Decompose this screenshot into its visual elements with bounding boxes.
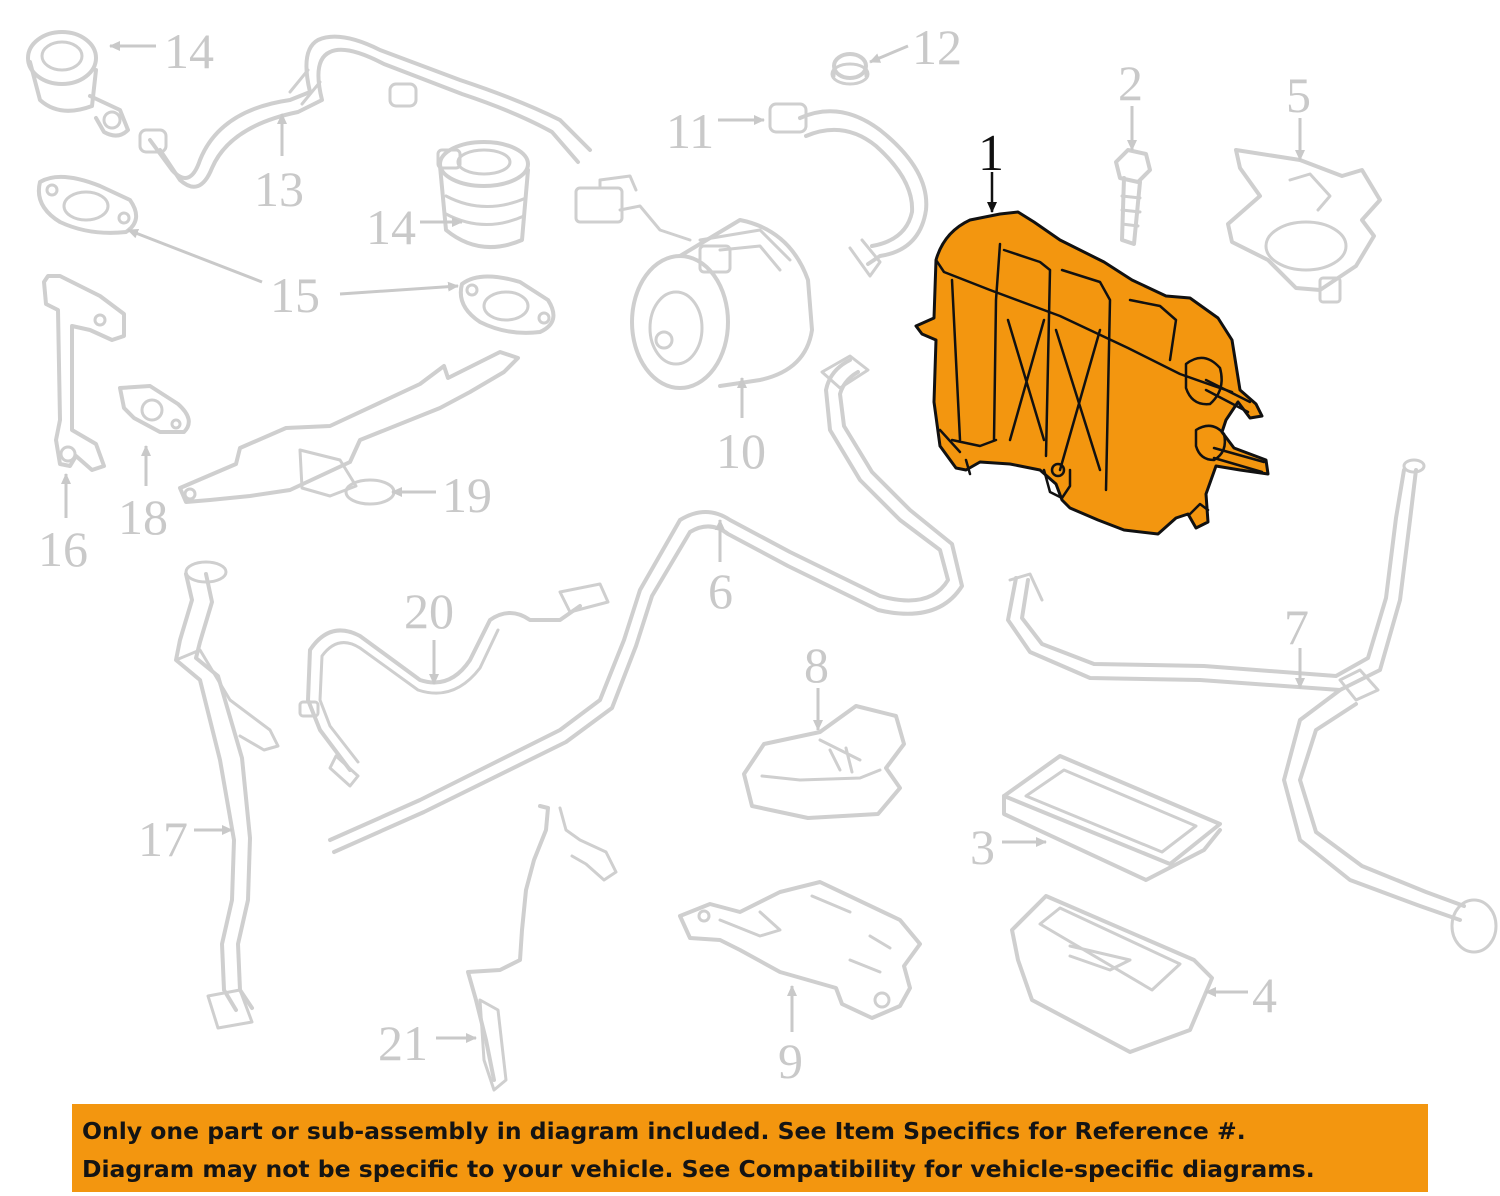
svg-text:13: 13 [254,161,304,217]
callout-12: 12 [869,19,962,75]
svg-text:10: 10 [716,423,766,479]
part-1-canister[interactable] [914,210,1270,536]
callout-17: 17 [138,811,233,867]
callout-19: 19 [391,467,492,523]
part-2-bolt [1114,148,1152,246]
part-14-valve-top [26,30,130,138]
callout-18: 18 [118,445,168,545]
notice-line-2: Diagram may not be specific to your vehi… [82,1155,1315,1183]
callout-16: 16 [38,473,88,577]
callout-10: 10 [716,377,766,479]
svg-text:14: 14 [164,23,214,79]
part-15-gasket-right [458,274,556,335]
callout-13: 13 [254,113,304,217]
callout-8: 8 [804,637,829,731]
callout-14-top: 14 [109,23,214,79]
notice-banner: Only one part or sub-assembly in diagram… [72,1104,1428,1192]
svg-text:4: 4 [1252,967,1277,1023]
svg-text:12: 12 [912,19,962,75]
callout-1: 1 [978,125,1004,213]
part-14-valve-middle [436,140,530,250]
callout-9: 9 [778,985,803,1089]
part-8-module [742,704,906,820]
callout-5: 5 [1286,67,1311,161]
callout-21: 21 [378,1015,477,1071]
svg-text:18: 18 [118,489,168,545]
callout-11: 11 [666,103,765,159]
notice-line-1: Only one part or sub-assembly in diagram… [82,1117,1246,1145]
part-15-gasket-left [37,174,138,235]
svg-text:17: 17 [138,811,188,867]
part-6-tube [328,354,964,854]
callout-20: 20 [404,583,454,685]
svg-text:8: 8 [804,637,829,693]
part-18-flange [118,384,191,434]
svg-text:6: 6 [708,563,733,619]
part-13-hose [138,34,592,189]
part-19-bracket [178,350,520,506]
part-17-tube [174,560,280,1030]
svg-text:14: 14 [366,199,416,255]
part-12-grommet [830,52,870,86]
part-4-housing [1010,894,1214,1054]
part-16-bracket [42,274,126,472]
callout-2: 2 [1118,55,1143,151]
part-9-bracket [678,880,922,1020]
part-11-harness [768,102,929,278]
svg-text:19: 19 [442,467,492,523]
svg-text:7: 7 [1284,599,1309,655]
part-21-sensor [466,804,618,1092]
part-20-sensor-wire [298,582,610,788]
svg-text:11: 11 [666,103,714,159]
svg-text:9: 9 [778,1033,803,1089]
svg-text:20: 20 [404,583,454,639]
svg-text:3: 3 [970,819,995,875]
part-5-valve [1226,148,1382,304]
callout-6: 6 [708,519,733,619]
callout-7: 7 [1284,599,1309,689]
part-3-filter [1002,754,1222,882]
part-7-tube [1006,458,1498,954]
callout-4: 4 [1205,967,1277,1023]
callout-14-middle: 14 [366,199,463,255]
svg-text:15: 15 [270,267,320,323]
svg-text:5: 5 [1286,67,1311,123]
svg-text:21: 21 [378,1015,428,1071]
part-10-air-pump [574,174,814,390]
callout-3: 3 [970,819,1047,875]
svg-text:2: 2 [1118,55,1143,111]
svg-text:16: 16 [38,521,88,577]
callout-15: 15 [127,228,459,323]
